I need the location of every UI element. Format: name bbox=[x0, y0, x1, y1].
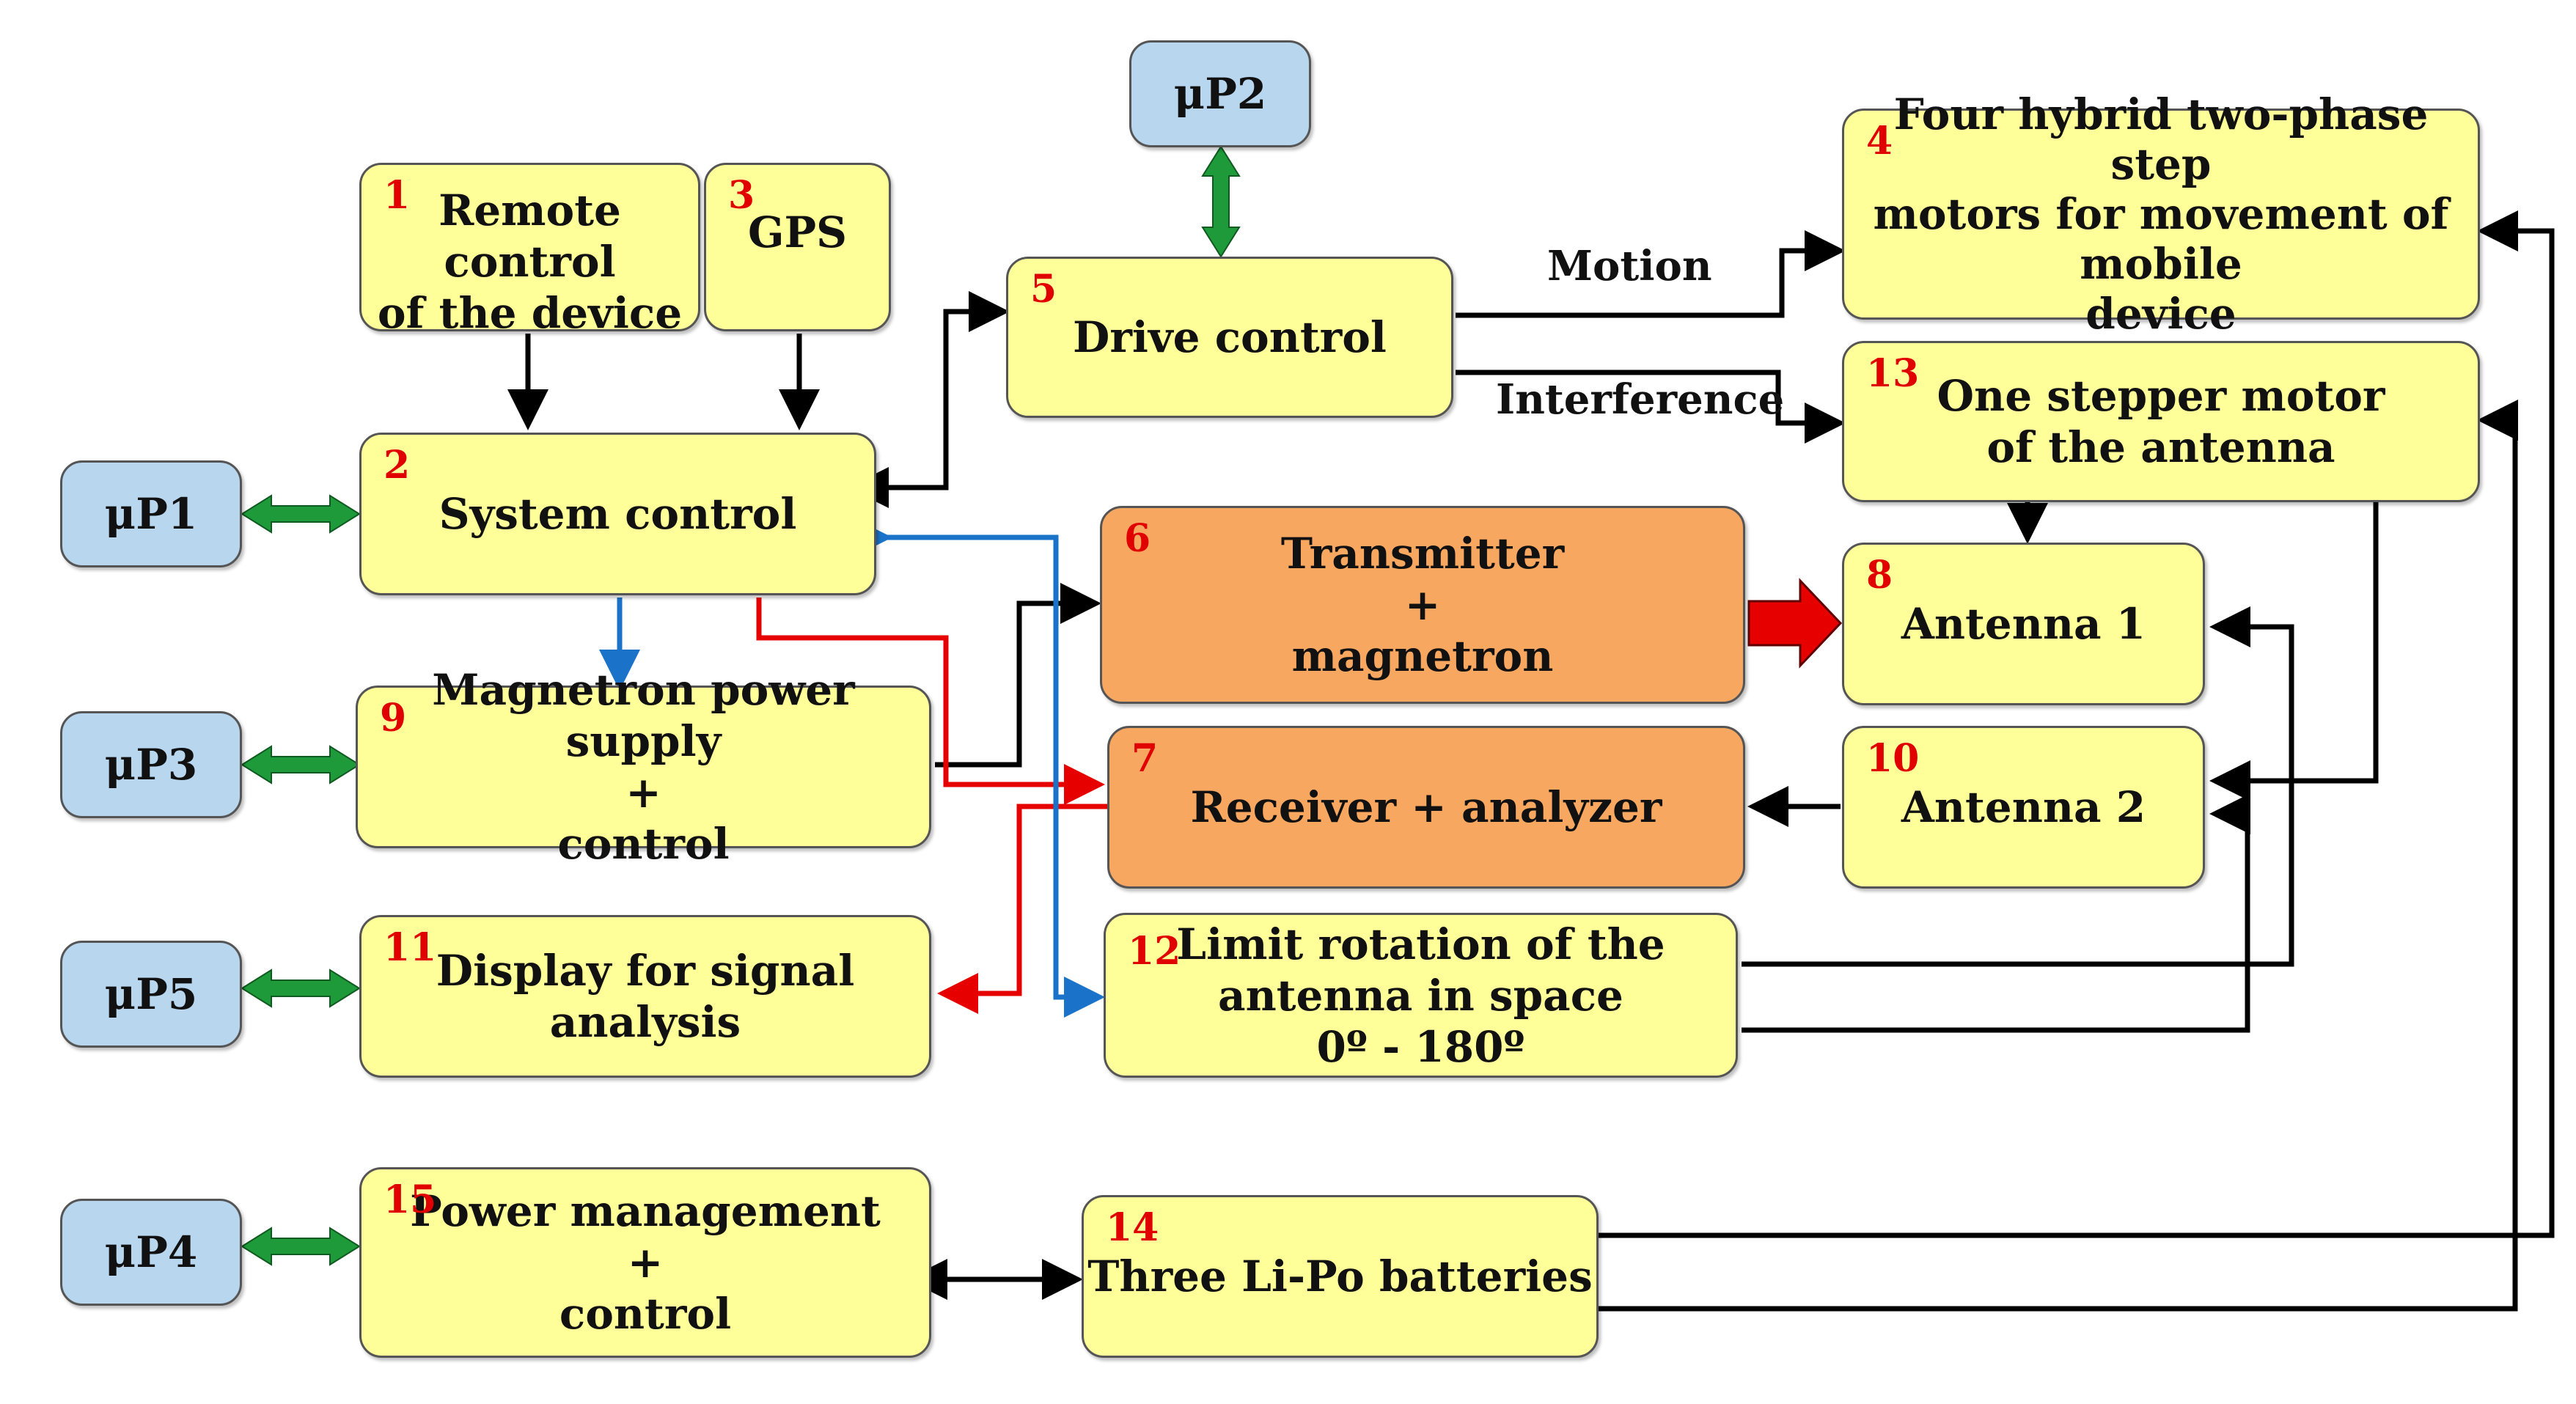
processor-mp2-label: μP2 bbox=[1173, 69, 1267, 119]
processor-mp1: μP1 bbox=[60, 460, 242, 567]
block-drive-control: 5 Drive control bbox=[1006, 257, 1453, 418]
label-motion: Motion bbox=[1547, 242, 1712, 290]
blue-signal-lines bbox=[599, 517, 1105, 1018]
processor-mp5-label: μP5 bbox=[104, 969, 198, 1019]
bus-mp3-magnetron-supply bbox=[241, 745, 361, 784]
line-batteries-to-antenna-motor bbox=[1599, 400, 2518, 1312]
bus-mp5-display bbox=[241, 969, 361, 1008]
block-number: 7 bbox=[1131, 736, 1159, 781]
block-label: Remote control of the device bbox=[377, 185, 683, 338]
processor-mp3-label: μP3 bbox=[104, 740, 198, 790]
line-drive-to-motors-motion bbox=[1456, 230, 1846, 318]
block-label: Display for signal analysis bbox=[436, 946, 855, 1047]
green-bus-arrows bbox=[241, 145, 1241, 1266]
line-system-drive bbox=[848, 291, 1010, 508]
processor-mp5: μP5 bbox=[60, 941, 242, 1048]
bus-mp1-system-control bbox=[241, 494, 361, 534]
block-gps: 3 GPS bbox=[704, 163, 891, 331]
line-magnetron-supply-to-transmitter bbox=[935, 583, 1101, 768]
block-antenna-rotation-limit: 12 Limit rotation of the antenna in spac… bbox=[1104, 913, 1738, 1078]
block-antenna-2: 10 Antenna 2 bbox=[1842, 726, 2205, 889]
block-transmitter: 6 Transmitter + magnetron bbox=[1100, 506, 1745, 704]
rf-output-arrow bbox=[1747, 578, 1843, 669]
block-label: Four hybrid two-phase step motors for mo… bbox=[1873, 89, 2449, 339]
processor-mp4: μP4 bbox=[60, 1199, 242, 1306]
line-limit-to-antenna2 bbox=[1742, 793, 2250, 1033]
block-number: 10 bbox=[1866, 736, 1920, 781]
block-number: 11 bbox=[384, 925, 437, 970]
processor-mp4-label: μP4 bbox=[104, 1227, 198, 1277]
block-step-motors: 4 Four hybrid two-phase step motors for … bbox=[1842, 89, 2480, 339]
label-interference: Interference bbox=[1496, 375, 1785, 424]
block-lipo-batteries: 14 Three Li-Po batteries bbox=[1082, 1195, 1599, 1358]
block-antenna-1: 8 Antenna 1 bbox=[1842, 543, 2205, 705]
block-number: 5 bbox=[1030, 267, 1057, 312]
block-number: 3 bbox=[728, 173, 755, 218]
block-receiver-analyzer: 7 Receiver + analyzer bbox=[1107, 726, 1745, 889]
processor-mp2: μP2 bbox=[1129, 40, 1311, 147]
processor-mp1-label: μP1 bbox=[104, 489, 198, 539]
block-number: 9 bbox=[380, 696, 407, 740]
line-drive-to-antenna-motor-interference bbox=[1456, 370, 1846, 444]
block-number: 6 bbox=[1124, 516, 1151, 561]
block-number: 13 bbox=[1866, 351, 1920, 396]
block-number: 8 bbox=[1866, 553, 1893, 598]
block-number: 4 bbox=[1866, 119, 1893, 163]
block-antenna-stepper-motor: 13 One stepper motor of the antenna bbox=[1842, 341, 2480, 502]
bus-mp4-power-management bbox=[241, 1227, 361, 1266]
line-limit-to-antenna1 bbox=[1742, 606, 2294, 967]
block-number: 1 bbox=[384, 173, 411, 218]
block-signal-display: 11 Display for signal analysis bbox=[359, 915, 931, 1078]
block-number: 12 bbox=[1128, 929, 1181, 974]
line-limit-system-link bbox=[851, 517, 1105, 1018]
block-number: 2 bbox=[384, 443, 411, 488]
block-label: Three Li-Po batteries bbox=[1087, 1252, 1593, 1301]
block-power-management: 15 Power management + control bbox=[359, 1167, 931, 1358]
processor-mp3: μP3 bbox=[60, 711, 242, 818]
block-label: Antenna 2 bbox=[1901, 782, 2146, 832]
block-label: Receiver + analyzer bbox=[1190, 782, 1662, 832]
block-number: 15 bbox=[384, 1177, 437, 1222]
block-number: 14 bbox=[1106, 1205, 1159, 1250]
block-label: Limit rotation of the antenna in space 0… bbox=[1176, 919, 1665, 1072]
line-antenna-motor-to-antenna2 bbox=[2209, 502, 2379, 801]
block-label: GPS bbox=[747, 207, 848, 257]
block-label: One stepper motor of the antenna bbox=[1937, 371, 2385, 472]
block-remote-control: 1 Remote control of the device bbox=[359, 163, 700, 338]
line-receiver-to-display bbox=[937, 804, 1111, 1014]
block-magnetron-power-supply: 9 Magnetron power supply + control bbox=[356, 665, 931, 869]
line-batteries-to-motors bbox=[1599, 210, 2555, 1238]
block-label: System control bbox=[438, 489, 797, 539]
block-label: Antenna 1 bbox=[1901, 599, 2146, 649]
block-label: Magnetron power supply + control bbox=[432, 665, 855, 869]
bus-mp2-drive-control bbox=[1201, 145, 1241, 258]
block-system-control: 2 System control bbox=[359, 433, 876, 595]
block-label: Transmitter + magnetron bbox=[1280, 529, 1565, 681]
block-label: Drive control bbox=[1073, 312, 1387, 362]
block-label: Power management + control bbox=[410, 1186, 881, 1339]
